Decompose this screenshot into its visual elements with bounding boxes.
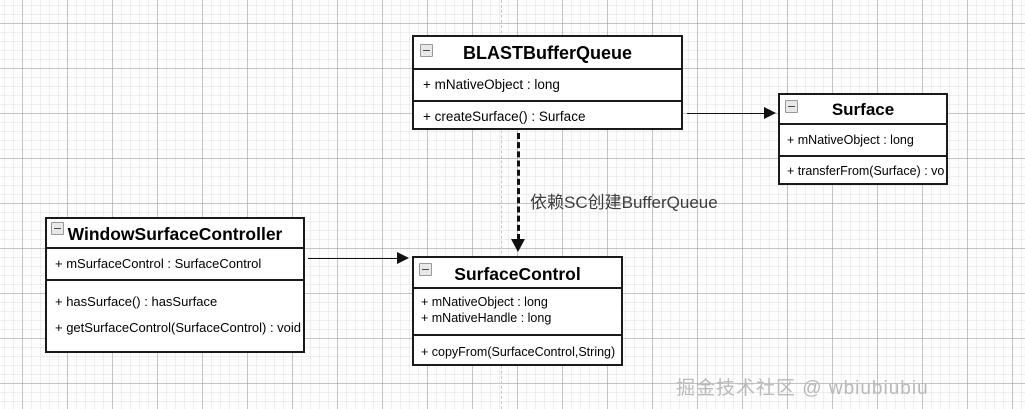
- class-box-blastbufferqueue[interactable]: BLASTBufferQueue + mNativeObject : long …: [412, 35, 683, 130]
- connector-label-dependency: 依赖SC创建BufferQueue: [530, 193, 718, 212]
- class-name-surface: Surface: [831, 100, 895, 119]
- arrow-head-icon: [511, 239, 525, 252]
- class-attribute: + mNativeObject : long: [421, 295, 548, 309]
- arrow-head-icon: [397, 252, 409, 264]
- class-title-row-surface: Surface: [780, 95, 946, 125]
- class-attributes-surface: + mNativeObject : long: [780, 125, 946, 155]
- class-title-row-blastbufferqueue: BLASTBufferQueue: [414, 37, 681, 70]
- class-operation: + hasSurface() : hasSurface: [55, 294, 218, 309]
- collapse-minus-icon[interactable]: [785, 100, 798, 113]
- connector-line-dashed: [517, 133, 520, 240]
- class-attribute: + mSurfaceControl : SurfaceControl: [55, 256, 262, 271]
- collapse-minus-icon[interactable]: [419, 263, 432, 276]
- class-operations-windowsurfacecontroller: + hasSurface() : hasSurface + getSurface…: [47, 279, 303, 351]
- class-operation: + getSurfaceControl(SurfaceControl) : vo…: [55, 320, 302, 335]
- class-operation: + transferFrom(Surface) : vo: [787, 164, 945, 178]
- connector-line: [687, 113, 766, 114]
- class-box-surfacecontrol[interactable]: SurfaceControl + mNativeObject : long + …: [412, 256, 623, 366]
- class-name-windowsurfacecontroller: WindowSurfaceController: [67, 224, 283, 244]
- class-box-surface[interactable]: Surface + mNativeObject : long + transfe…: [778, 93, 948, 185]
- class-title-row-windowsurfacecontroller: WindowSurfaceController: [47, 219, 303, 249]
- connector-line: [308, 258, 399, 259]
- collapse-minus-icon[interactable]: [420, 44, 433, 57]
- class-operation: + copyFrom(SurfaceControl,String): [421, 345, 616, 359]
- class-operations-surfacecontrol: + copyFrom(SurfaceControl,String): [414, 334, 621, 364]
- class-name-surfacecontrol: SurfaceControl: [454, 264, 581, 284]
- class-attribute: + mNativeObject : long: [787, 133, 914, 147]
- watermark-text: 掘金技术社区 @ wbiubiubiu: [676, 378, 929, 399]
- class-box-windowsurfacecontroller[interactable]: WindowSurfaceController + mSurfaceContro…: [45, 217, 305, 353]
- alignment-guide-line: [501, 0, 502, 409]
- class-title-row-surfacecontrol: SurfaceControl: [414, 258, 621, 289]
- class-operations-surface: + transferFrom(Surface) : vo: [780, 155, 946, 183]
- class-attributes-blastbufferqueue: + mNativeObject : long: [414, 70, 681, 100]
- class-attribute: + mNativeHandle : long: [421, 311, 552, 325]
- class-attributes-windowsurfacecontroller: + mSurfaceControl : SurfaceControl: [47, 249, 303, 279]
- class-operation: + createSurface() : Surface: [423, 109, 586, 124]
- class-operations-blastbufferqueue: + createSurface() : Surface: [414, 100, 681, 128]
- class-attributes-surfacecontrol: + mNativeObject : long + mNativeHandle :…: [414, 289, 621, 334]
- class-name-blastbufferqueue: BLASTBufferQueue: [462, 43, 632, 63]
- collapse-minus-icon[interactable]: [51, 222, 64, 235]
- arrow-head-icon: [764, 107, 776, 119]
- class-attribute: + mNativeObject : long: [423, 77, 560, 92]
